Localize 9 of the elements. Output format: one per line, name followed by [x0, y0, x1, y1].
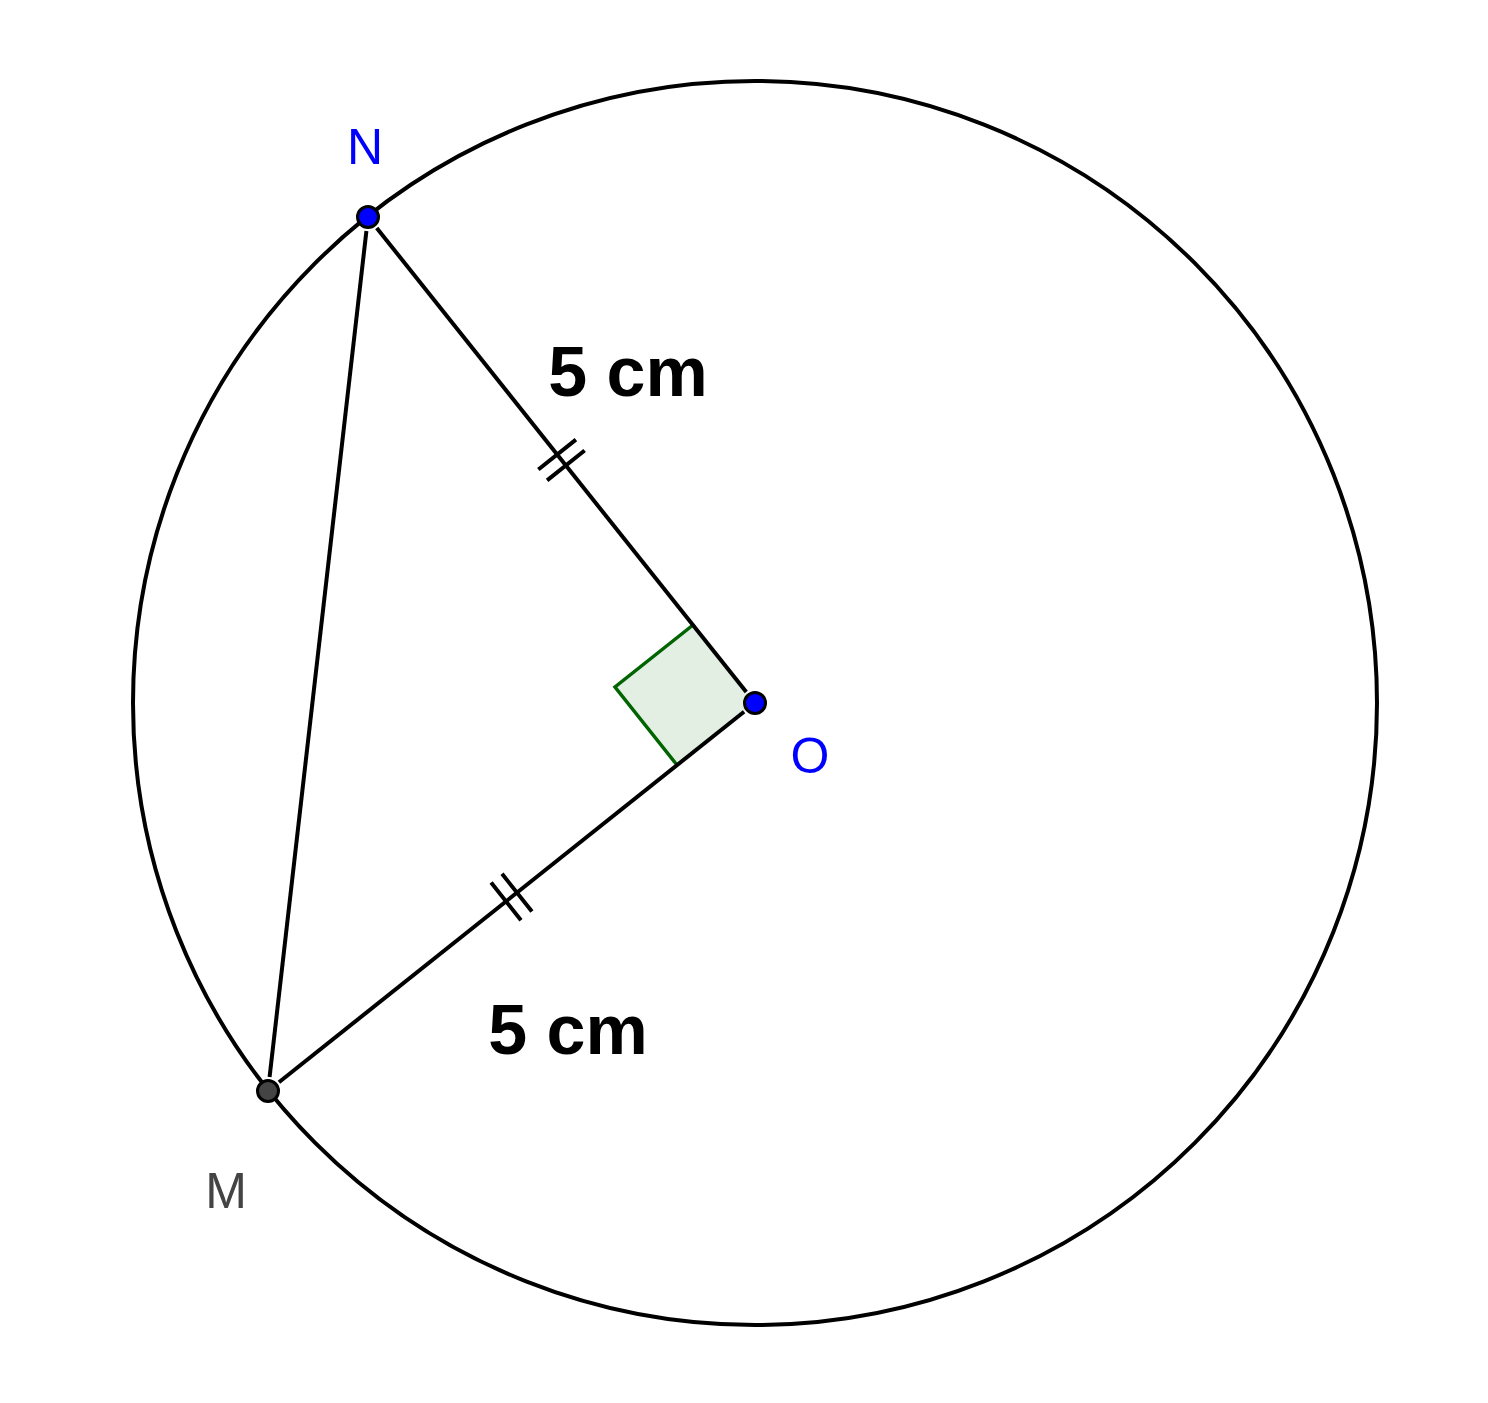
point-dot [356, 205, 380, 229]
line-segment [375, 226, 748, 694]
point-dot [256, 1079, 280, 1103]
point-label: N [346, 122, 384, 172]
point-dot [743, 691, 767, 715]
point-label: O [790, 731, 830, 781]
line-segment [277, 710, 746, 1084]
point-label: M [205, 1166, 247, 1216]
line-segment [267, 230, 369, 1078]
